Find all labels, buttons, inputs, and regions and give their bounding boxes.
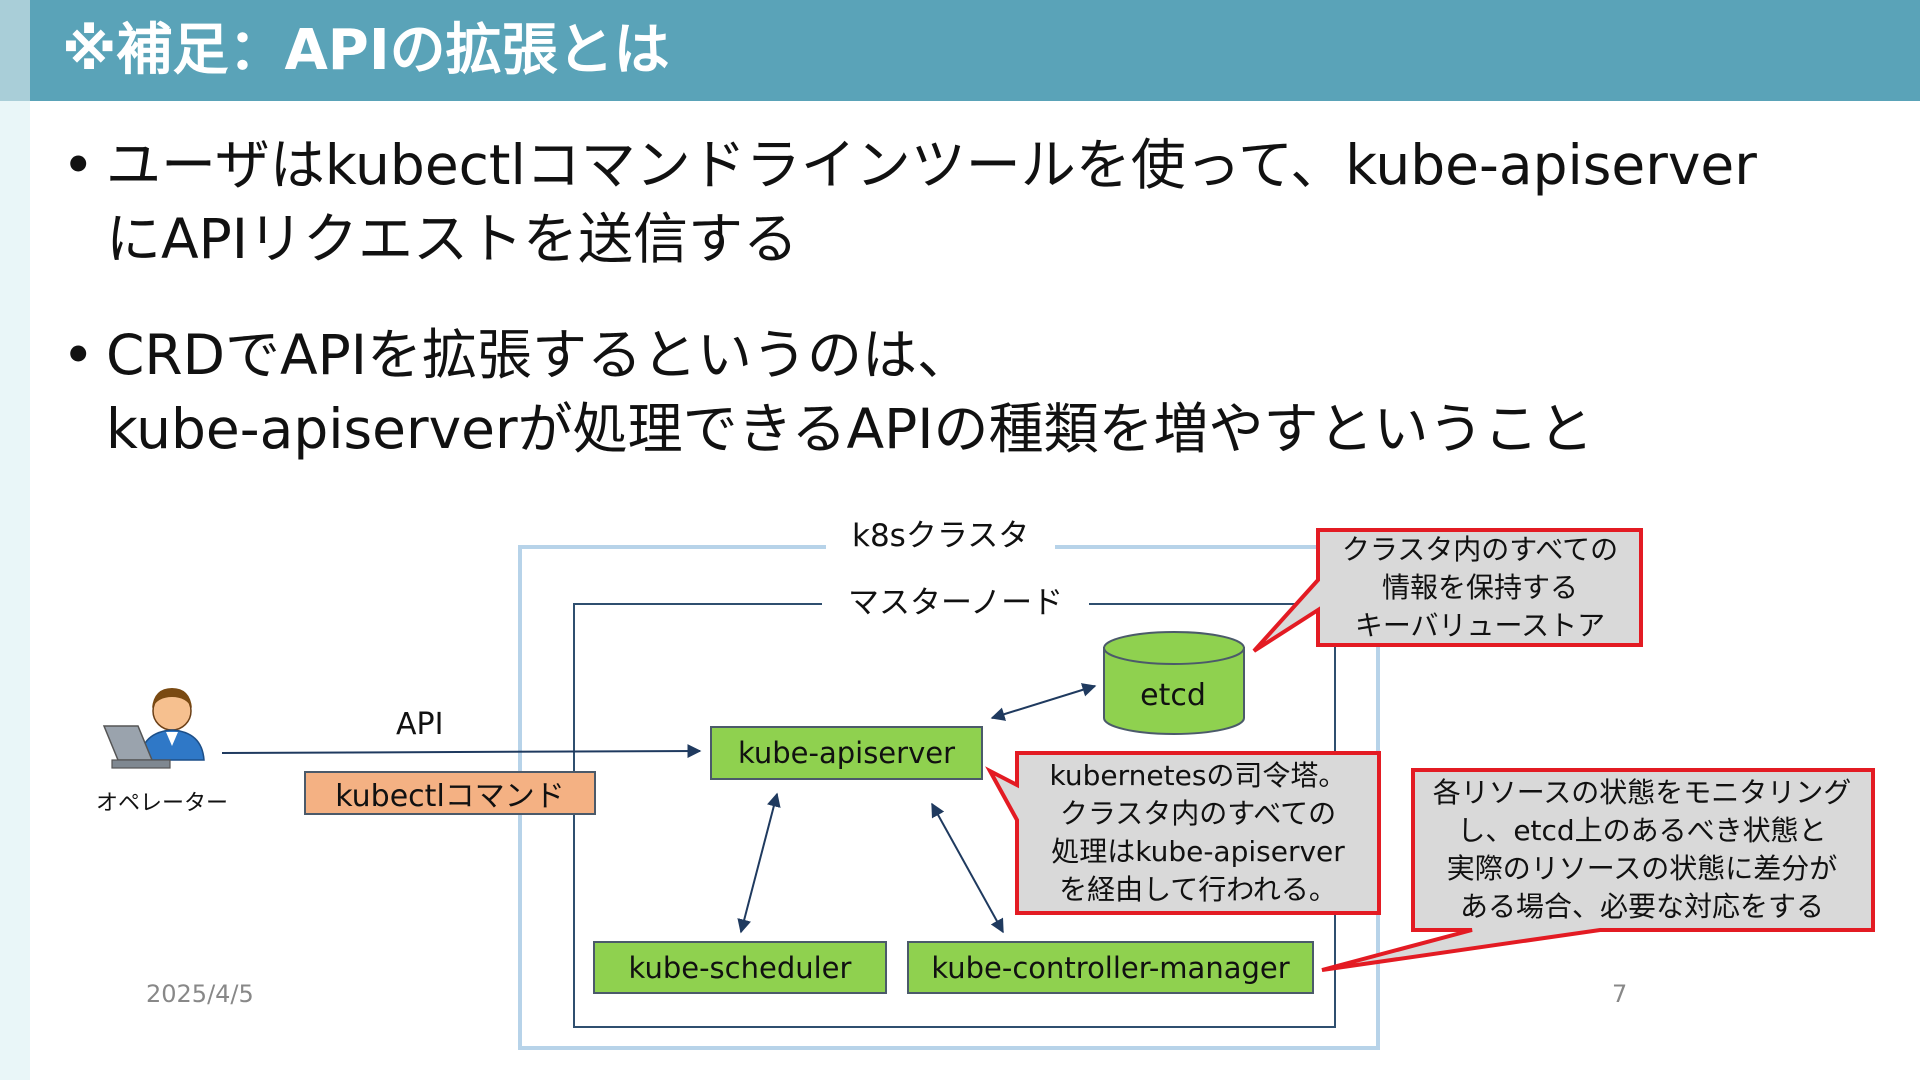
cluster-label: k8sクラスタ bbox=[826, 516, 1056, 556]
callout-apiserver-shape bbox=[985, 751, 1381, 915]
callout-line: 処理はkube-apiserver bbox=[1051, 835, 1345, 868]
callout-line: ある場合、必要な対応をする bbox=[1459, 890, 1824, 923]
bullet-line: ユーザはkubectlコマンドラインツールを使って、kube-apiserver bbox=[106, 133, 1757, 197]
api-label: API bbox=[396, 707, 444, 742]
etcd-label: etcd bbox=[1140, 678, 1206, 713]
callout-controller-shape bbox=[1321, 768, 1875, 972]
callout-line: クラスタ内のすべての bbox=[1059, 797, 1337, 830]
callout-line: クラスタ内のすべての bbox=[1341, 532, 1619, 566]
bullet-line: kube-apiserverが処理できるAPIの種類を増やすということ bbox=[106, 397, 1594, 461]
footer-date: 2025/4/5 bbox=[146, 980, 254, 1008]
etcd-cylinder bbox=[1103, 631, 1245, 735]
bullet-text: CRDでAPIを拡張するというのは、 kube-apiserverが処理できるA… bbox=[106, 318, 1886, 466]
callout-line: 実際のリソースの状態に差分が bbox=[1446, 852, 1838, 885]
title-bar bbox=[30, 0, 1920, 101]
callout-etcd: クラスタ内のすべての 情報を保持する キーバリューストア bbox=[1320, 530, 1640, 645]
bullet-item-1: • ユーザはkubectlコマンドラインツールを使って、kube-apiserv… bbox=[62, 128, 1862, 278]
apiserver-etcd-arrow bbox=[990, 683, 1097, 721]
bullet-line: CRDでAPIを拡張するというのは、 bbox=[106, 323, 972, 387]
kube-scheduler-box: kube-scheduler bbox=[593, 941, 887, 994]
apiserver-scheduler-arrow bbox=[737, 792, 781, 934]
operator-label: オペレーター bbox=[96, 791, 229, 816]
api-request-arrow bbox=[221, 744, 702, 759]
callout-line: し、etcd上のあるべき状態と bbox=[1457, 814, 1827, 847]
callout-etcd-shape bbox=[1252, 528, 1643, 653]
bullet-marker: • bbox=[62, 323, 95, 387]
callout-apiserver: kubernetesの司令塔。 クラスタ内のすべての 処理はkube-apise… bbox=[1017, 753, 1379, 913]
kube-apiserver-box: kube-apiserver bbox=[710, 726, 983, 780]
bullet-text: ユーザはkubectlコマンドラインツールを使って、kube-apiserver… bbox=[106, 128, 1886, 276]
kubectl-command-box: kubectlコマンド bbox=[304, 771, 596, 815]
kube-controller-manager-box: kube-controller-manager bbox=[907, 941, 1314, 994]
callout-line: 情報を保持する bbox=[1381, 570, 1578, 604]
callout-line: キーバリューストア bbox=[1354, 608, 1606, 642]
bullet-line: にAPIリクエストを送信する bbox=[106, 207, 799, 271]
callout-line: 各リソースの状態をモニタリング bbox=[1432, 776, 1852, 809]
callout-line: を経由して行われる。 bbox=[1059, 873, 1337, 906]
master-node-label: マスターノード bbox=[822, 583, 1090, 623]
page-number: 7 bbox=[1612, 980, 1628, 1008]
title-bar-accent bbox=[0, 0, 30, 101]
slide-title: ※補足：APIの拡張とは bbox=[62, 18, 670, 83]
bullet-item-2: • CRDでAPIを拡張するというのは、 kube-apiserverが処理でき… bbox=[62, 318, 1862, 468]
callout-controller: 各リソースの状態をモニタリング し、etcd上のあるべき状態と 実際のリソースの… bbox=[1413, 770, 1871, 930]
callout-line: kubernetesの司令塔。 bbox=[1049, 759, 1347, 792]
left-accent-strip bbox=[0, 0, 30, 1080]
apiserver-controller-arrow bbox=[931, 802, 1004, 934]
operator-icon bbox=[102, 688, 205, 769]
bullet-marker: • bbox=[62, 133, 95, 197]
